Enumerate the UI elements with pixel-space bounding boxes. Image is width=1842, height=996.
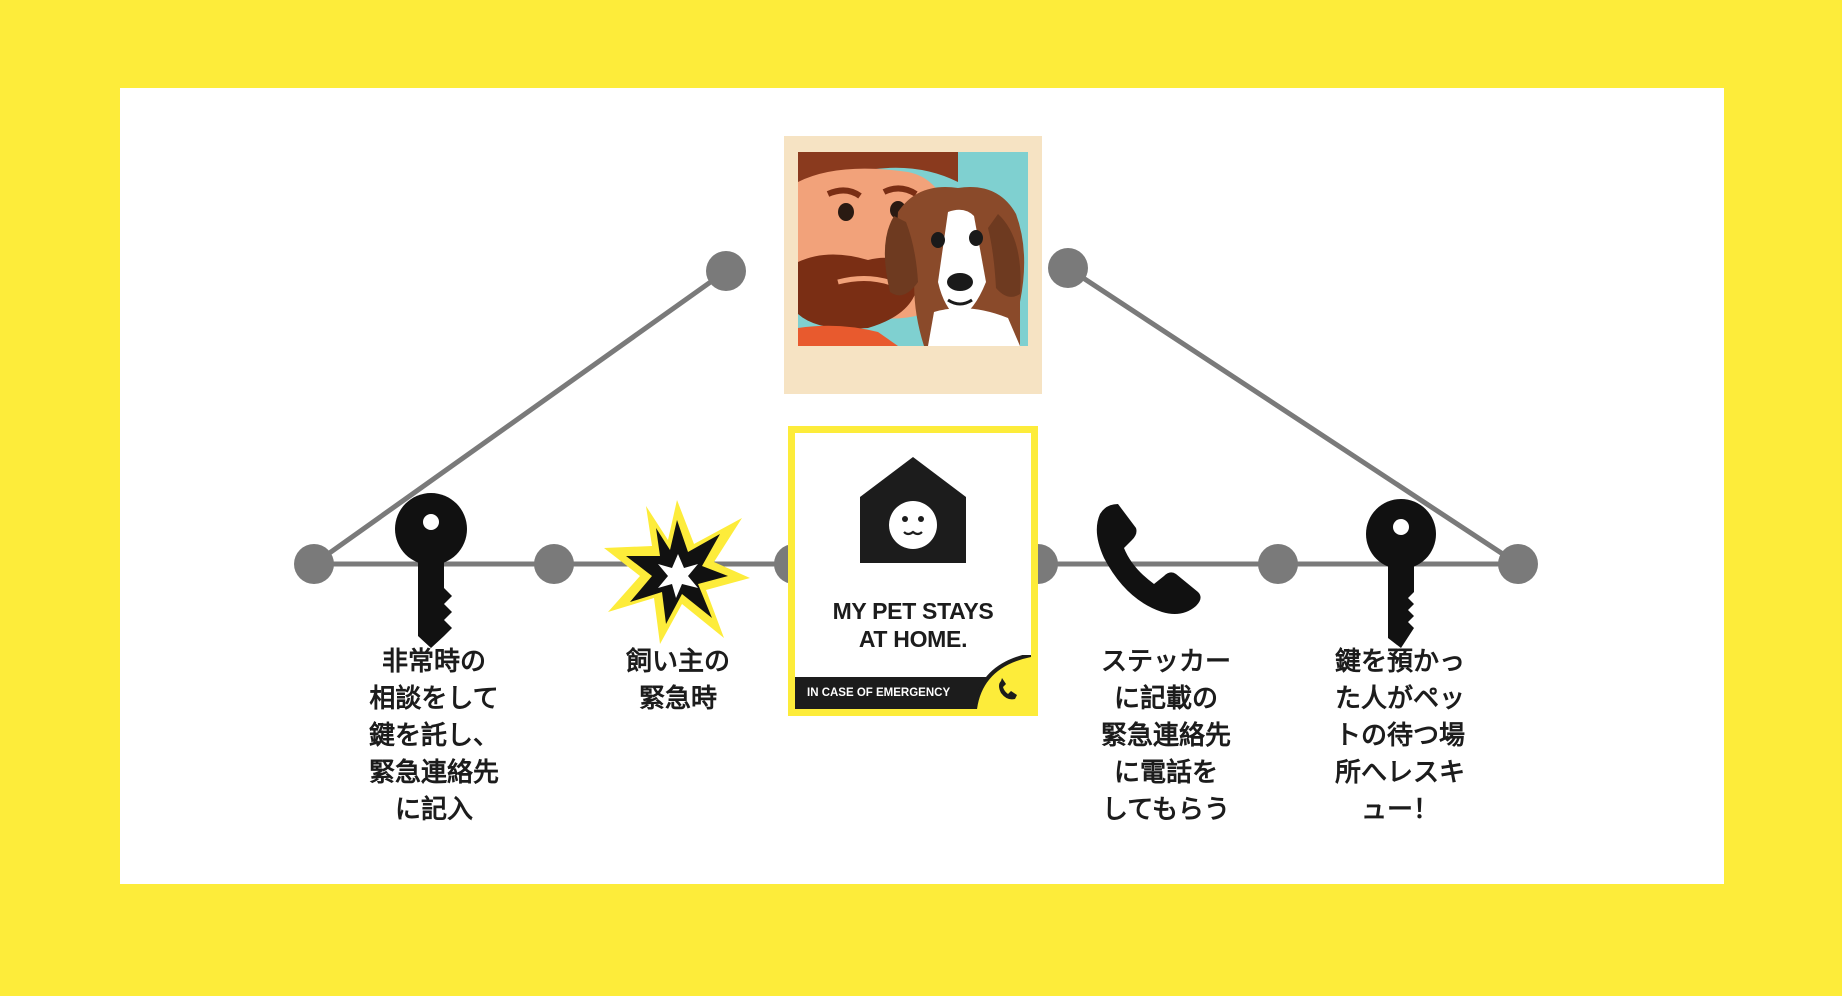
house-with-pet-face-icon — [860, 457, 966, 563]
right-diagonal-line — [1066, 265, 1520, 567]
step-4-label: 鍵を預かっ た人がペッ トの待つ場 所へレスキ ュー！ — [1334, 647, 1465, 825]
key-icon — [1366, 499, 1436, 648]
timeline-node — [1498, 544, 1538, 584]
key-icon — [395, 493, 467, 648]
emergency-burst-icon — [604, 500, 750, 644]
flow-connectors — [294, 248, 1538, 584]
timeline-node — [1258, 544, 1298, 584]
diagonal-node — [1048, 248, 1088, 288]
phone-icon — [999, 678, 1017, 700]
step-3-label: ステッカー に記載の 緊急連絡先 に電話を してもらう — [1100, 647, 1231, 825]
timeline-node — [534, 544, 574, 584]
sticker-bar-text: IN CASE OF EMERGENCY — [807, 687, 951, 699]
step-1-label: 非常時の 相談をして 鍵を託し、 緊急連絡先 に記入 — [368, 647, 499, 825]
man-and-beagle-illustration — [798, 152, 1028, 346]
sticker-corner-phone-badge — [975, 655, 1031, 709]
left-diagonal-line — [312, 268, 728, 567]
step-2-label: 飼い主の 緊急時 — [625, 647, 730, 714]
phone-icon — [1096, 504, 1201, 614]
pet-at-home-sticker: MY PET STAYS AT HOME. IN CASE OF EMERGEN… — [788, 426, 1038, 716]
timeline-node — [294, 544, 334, 584]
diagonal-node — [706, 251, 746, 291]
owner-and-dog-photo — [784, 136, 1042, 394]
flow-panel: MY PET STAYS AT HOME. IN CASE OF EMERGEN… — [120, 88, 1724, 884]
sticker-title: MY PET STAYS AT HOME. — [832, 598, 994, 652]
